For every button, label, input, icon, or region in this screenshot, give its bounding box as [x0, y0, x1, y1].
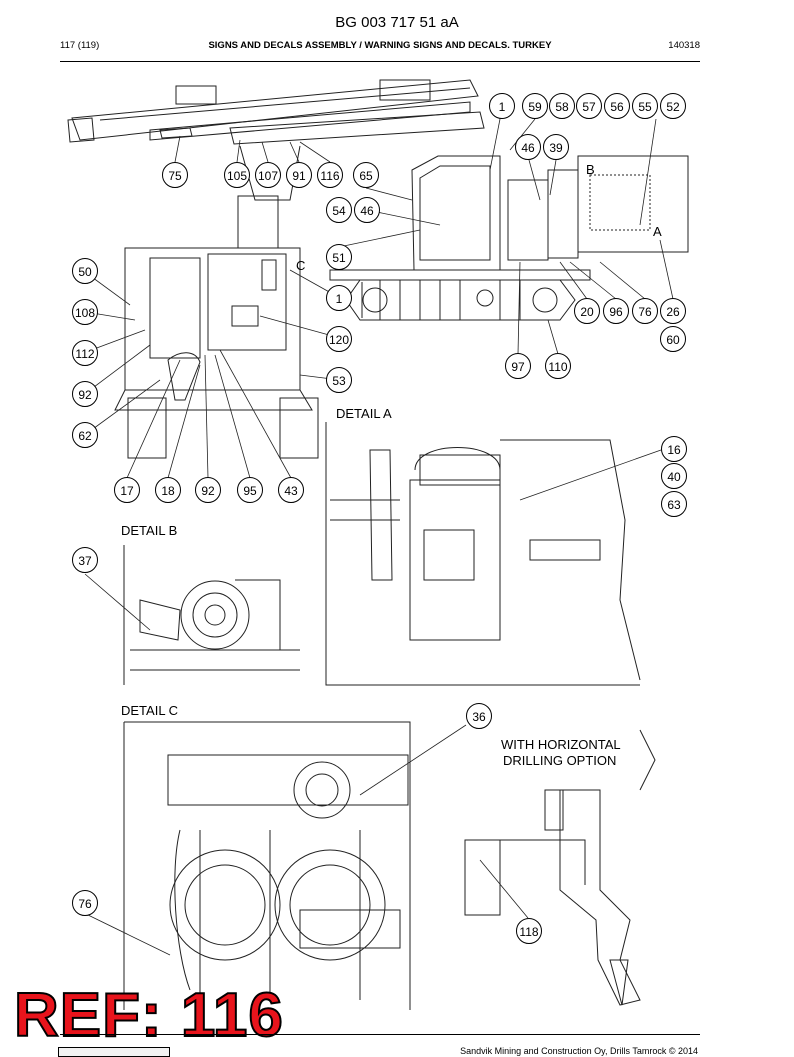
- callout: 60: [660, 326, 686, 352]
- detail-c-label: DETAIL C: [121, 703, 179, 718]
- callout: 50: [72, 258, 98, 284]
- callout: 107: [255, 162, 281, 188]
- document-code: BG 003 717 51 aA: [335, 14, 459, 31]
- callout: 1: [326, 285, 352, 311]
- logo: [58, 1047, 170, 1057]
- callout: 65: [353, 162, 379, 188]
- footer-copyright: Sandvik Mining and Construction Oy, Dril…: [460, 1046, 698, 1056]
- detail-a-drawing: [325, 422, 641, 686]
- callout: 95: [237, 477, 263, 503]
- callout: 108: [72, 299, 98, 325]
- callout: 76: [632, 298, 658, 324]
- callout: 39: [543, 134, 569, 160]
- callout: 36: [466, 703, 492, 729]
- callout: 110: [545, 353, 571, 379]
- callout: 76: [72, 890, 98, 916]
- callout: 96: [603, 298, 629, 324]
- callout: 53: [326, 367, 352, 393]
- horizontal-option-drawing: [464, 729, 656, 1006]
- callout: 17: [114, 477, 140, 503]
- callout: 92: [195, 477, 221, 503]
- callout: 37: [72, 547, 98, 573]
- callout: 20: [574, 298, 600, 324]
- callout: 59: [522, 93, 548, 119]
- callout: 120: [326, 326, 352, 352]
- date-code: 140318: [668, 40, 700, 51]
- letter-b: B: [586, 162, 595, 177]
- callout: 105: [224, 162, 250, 188]
- header-rule: [60, 61, 700, 62]
- callout: 58: [549, 93, 575, 119]
- callout: 118: [516, 918, 542, 944]
- callout: 62: [72, 422, 98, 448]
- callout: 52: [660, 93, 686, 119]
- callout: 75: [162, 162, 188, 188]
- callout: 56: [604, 93, 630, 119]
- option-note-line1: WITH HORIZONTAL: [501, 737, 621, 752]
- callout: 46: [515, 134, 541, 160]
- callout: 18: [155, 477, 181, 503]
- callout: 63: [661, 491, 687, 517]
- callout: 43: [278, 477, 304, 503]
- callout: 26: [660, 298, 686, 324]
- callout: 116: [317, 162, 343, 188]
- page-number: 117 (119): [60, 40, 100, 51]
- leader-lines: [84, 118, 674, 956]
- detail-c-drawing: [123, 721, 411, 1010]
- callout: 91: [286, 162, 312, 188]
- ref-stamp: REF: 116: [13, 981, 284, 1050]
- option-note-line2: DRILLING OPTION: [503, 753, 617, 768]
- callout: 1: [489, 93, 515, 119]
- letter-c: C: [296, 258, 306, 273]
- callout: 112: [72, 340, 98, 366]
- callout: 46: [354, 197, 380, 223]
- section-title: SIGNS AND DECALS ASSEMBLY / WARNING SIGN…: [208, 40, 552, 51]
- detail-a-label: DETAIL A: [336, 406, 392, 421]
- rear-view-drawing: [114, 195, 319, 459]
- callout: 51: [326, 244, 352, 270]
- detail-b-label: DETAIL B: [121, 523, 178, 538]
- callout: 16: [661, 436, 687, 462]
- letter-a: A: [653, 224, 662, 239]
- detail-b-drawing: [123, 545, 300, 685]
- boom-drawing: [67, 79, 485, 201]
- callout: 57: [576, 93, 602, 119]
- callout: 92: [72, 381, 98, 407]
- callout: 55: [632, 93, 658, 119]
- callout: 97: [505, 353, 531, 379]
- callout: 40: [661, 463, 687, 489]
- callout: 54: [326, 197, 352, 223]
- footer-rule: [60, 1034, 700, 1035]
